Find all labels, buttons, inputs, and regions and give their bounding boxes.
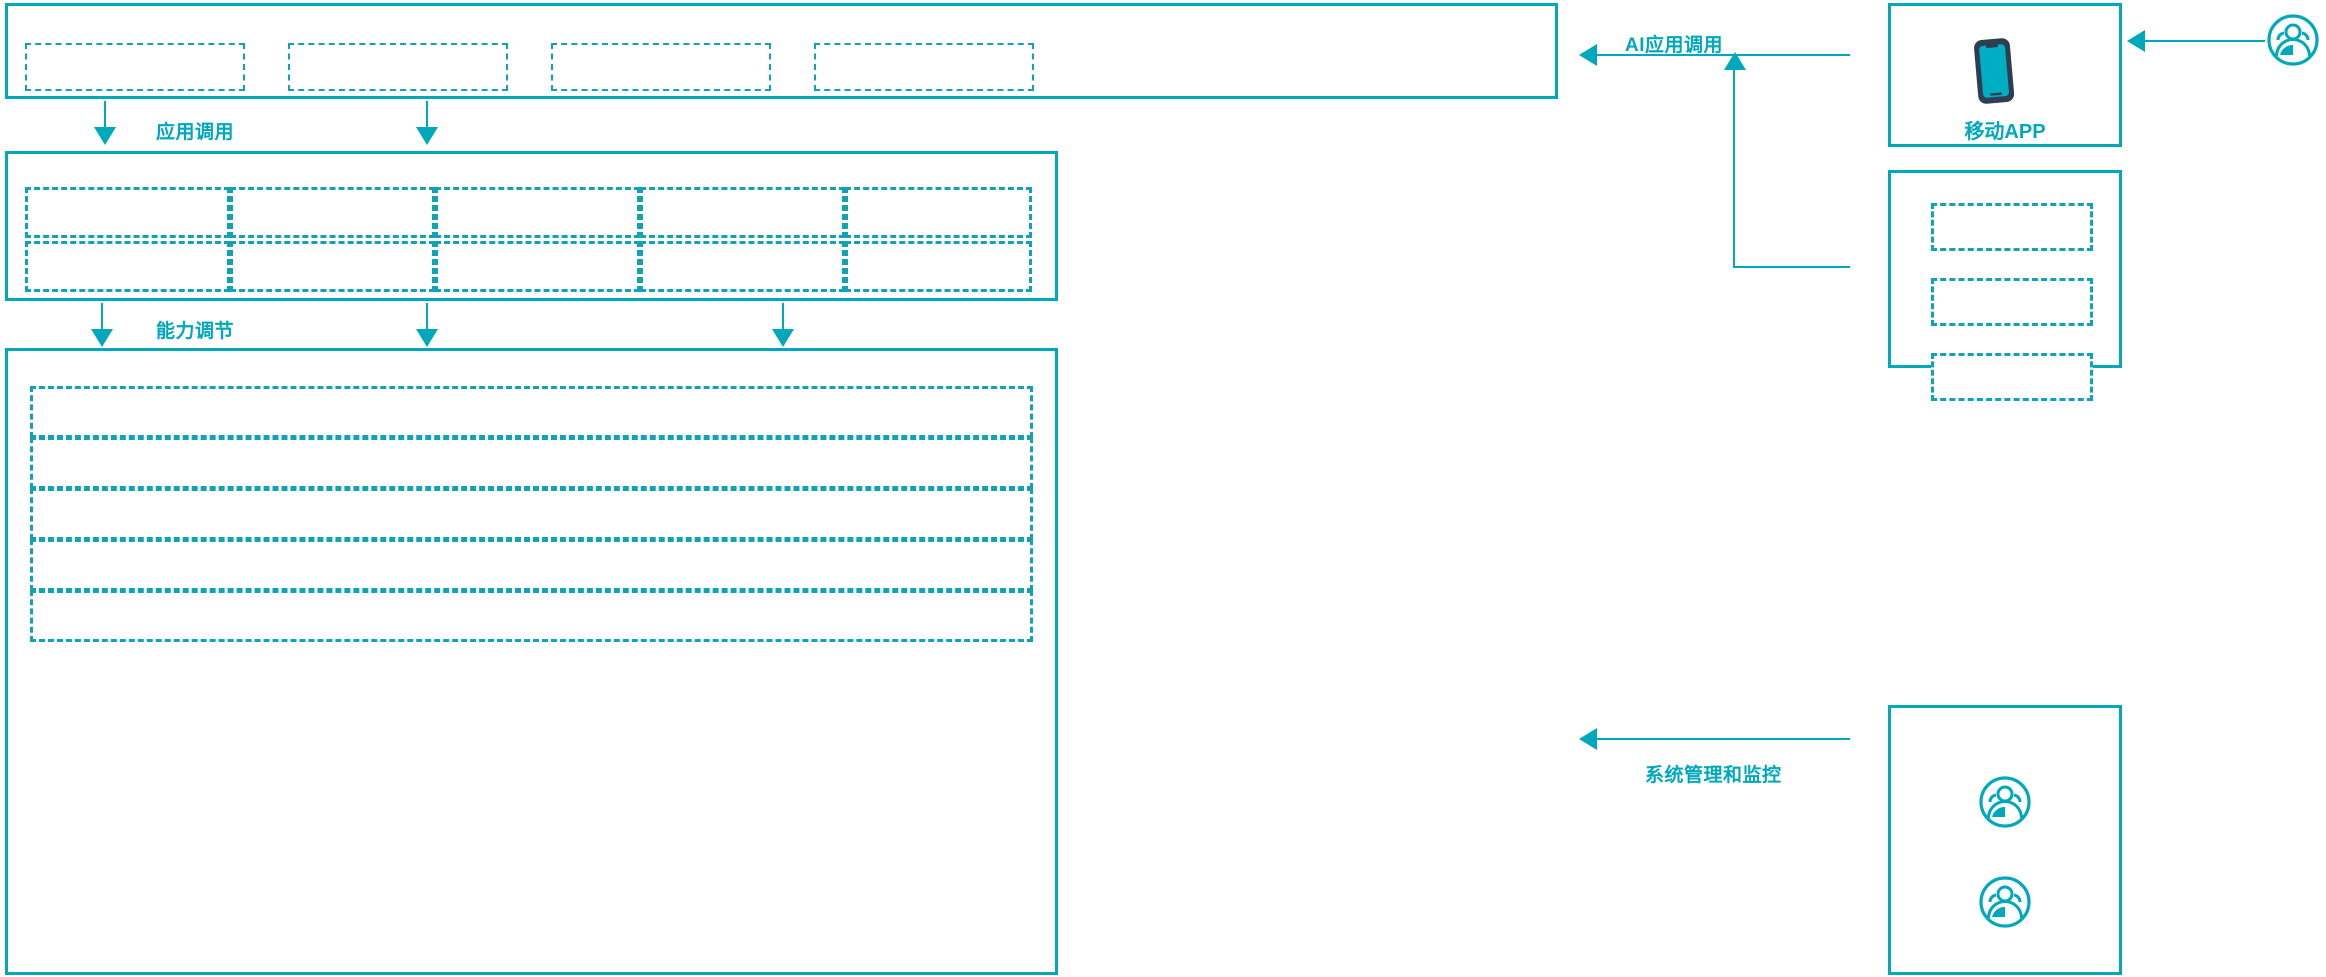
ai-app-invoke-arrowhead	[1724, 52, 1746, 70]
users-group-icon	[1979, 776, 2031, 828]
application-slot[interactable]	[814, 43, 1034, 91]
capability-slot[interactable]	[435, 187, 640, 238]
app-invoke-arrowhead	[416, 127, 438, 145]
external-user-actor	[2265, 10, 2321, 70]
capability-adjust-arrowhead	[772, 329, 794, 347]
capability-slot[interactable]	[640, 187, 845, 238]
operations-panel	[1888, 705, 2122, 975]
platform-row[interactable]	[30, 539, 1033, 591]
platform-row[interactable]	[30, 386, 1033, 438]
app-invoke-label: 应用调用	[156, 122, 235, 143]
smartphone-icon	[1959, 34, 2029, 106]
system-admin-label: 系统管理和监控	[1645, 765, 1782, 786]
capability-adjust-arrowhead	[416, 329, 438, 347]
channel-slot[interactable]	[1931, 353, 2093, 401]
ai-app-invoke-connector	[1597, 54, 1850, 56]
capability-adjust-connector	[782, 303, 784, 331]
app-invoke-connector	[104, 101, 106, 129]
capability-layer	[5, 151, 1058, 301]
application-slot[interactable]	[288, 43, 508, 91]
capability-adjust-connector	[101, 303, 103, 331]
ai-app-invoke-arrowhead	[1579, 44, 1597, 66]
capability-slot[interactable]	[845, 241, 1032, 292]
app-invoke-connector	[426, 101, 428, 129]
capability-slot[interactable]	[25, 241, 230, 292]
external-user-arrowhead	[2127, 30, 2145, 52]
channel-slot[interactable]	[1931, 278, 2093, 326]
capability-slot[interactable]	[230, 241, 435, 292]
capability-adjust-label: 能力调节	[156, 321, 235, 342]
application-layer	[5, 3, 1558, 99]
platform-row[interactable]	[30, 488, 1033, 540]
users-group-icon	[1979, 876, 2031, 928]
application-slot[interactable]	[25, 43, 245, 91]
platform-row[interactable]	[30, 437, 1033, 489]
capability-adjust-connector	[426, 303, 428, 331]
capability-adjust-arrowhead	[91, 329, 113, 347]
ai-app-invoke-connector	[1733, 68, 1735, 268]
system-admin-connector	[1597, 738, 1850, 740]
mobile-app-panel-label: 移动APP	[1964, 121, 2046, 143]
ai-app-invoke-connector	[1733, 266, 1850, 268]
capability-slot[interactable]	[845, 187, 1032, 238]
application-slot[interactable]	[551, 43, 771, 91]
channel-panel	[1888, 170, 2122, 401]
capability-slot[interactable]	[435, 241, 640, 292]
external-user-connector	[2145, 40, 2265, 42]
users-group-icon	[2267, 14, 2319, 66]
system-admin-arrowhead	[1579, 728, 1597, 750]
platform-layer	[5, 348, 1058, 975]
app-invoke-arrowhead	[94, 127, 116, 145]
ai-app-invoke-label: AI应用调用	[1625, 35, 1724, 56]
mobile-app-panel: 移动APP	[1888, 3, 2122, 147]
capability-slot[interactable]	[640, 241, 845, 292]
capability-slot[interactable]	[25, 187, 230, 238]
operations-actor	[1977, 872, 2033, 932]
capability-slot[interactable]	[230, 187, 435, 238]
platform-row[interactable]	[30, 590, 1033, 642]
operations-actor	[1977, 772, 2033, 832]
channel-slot[interactable]	[1931, 203, 2093, 251]
